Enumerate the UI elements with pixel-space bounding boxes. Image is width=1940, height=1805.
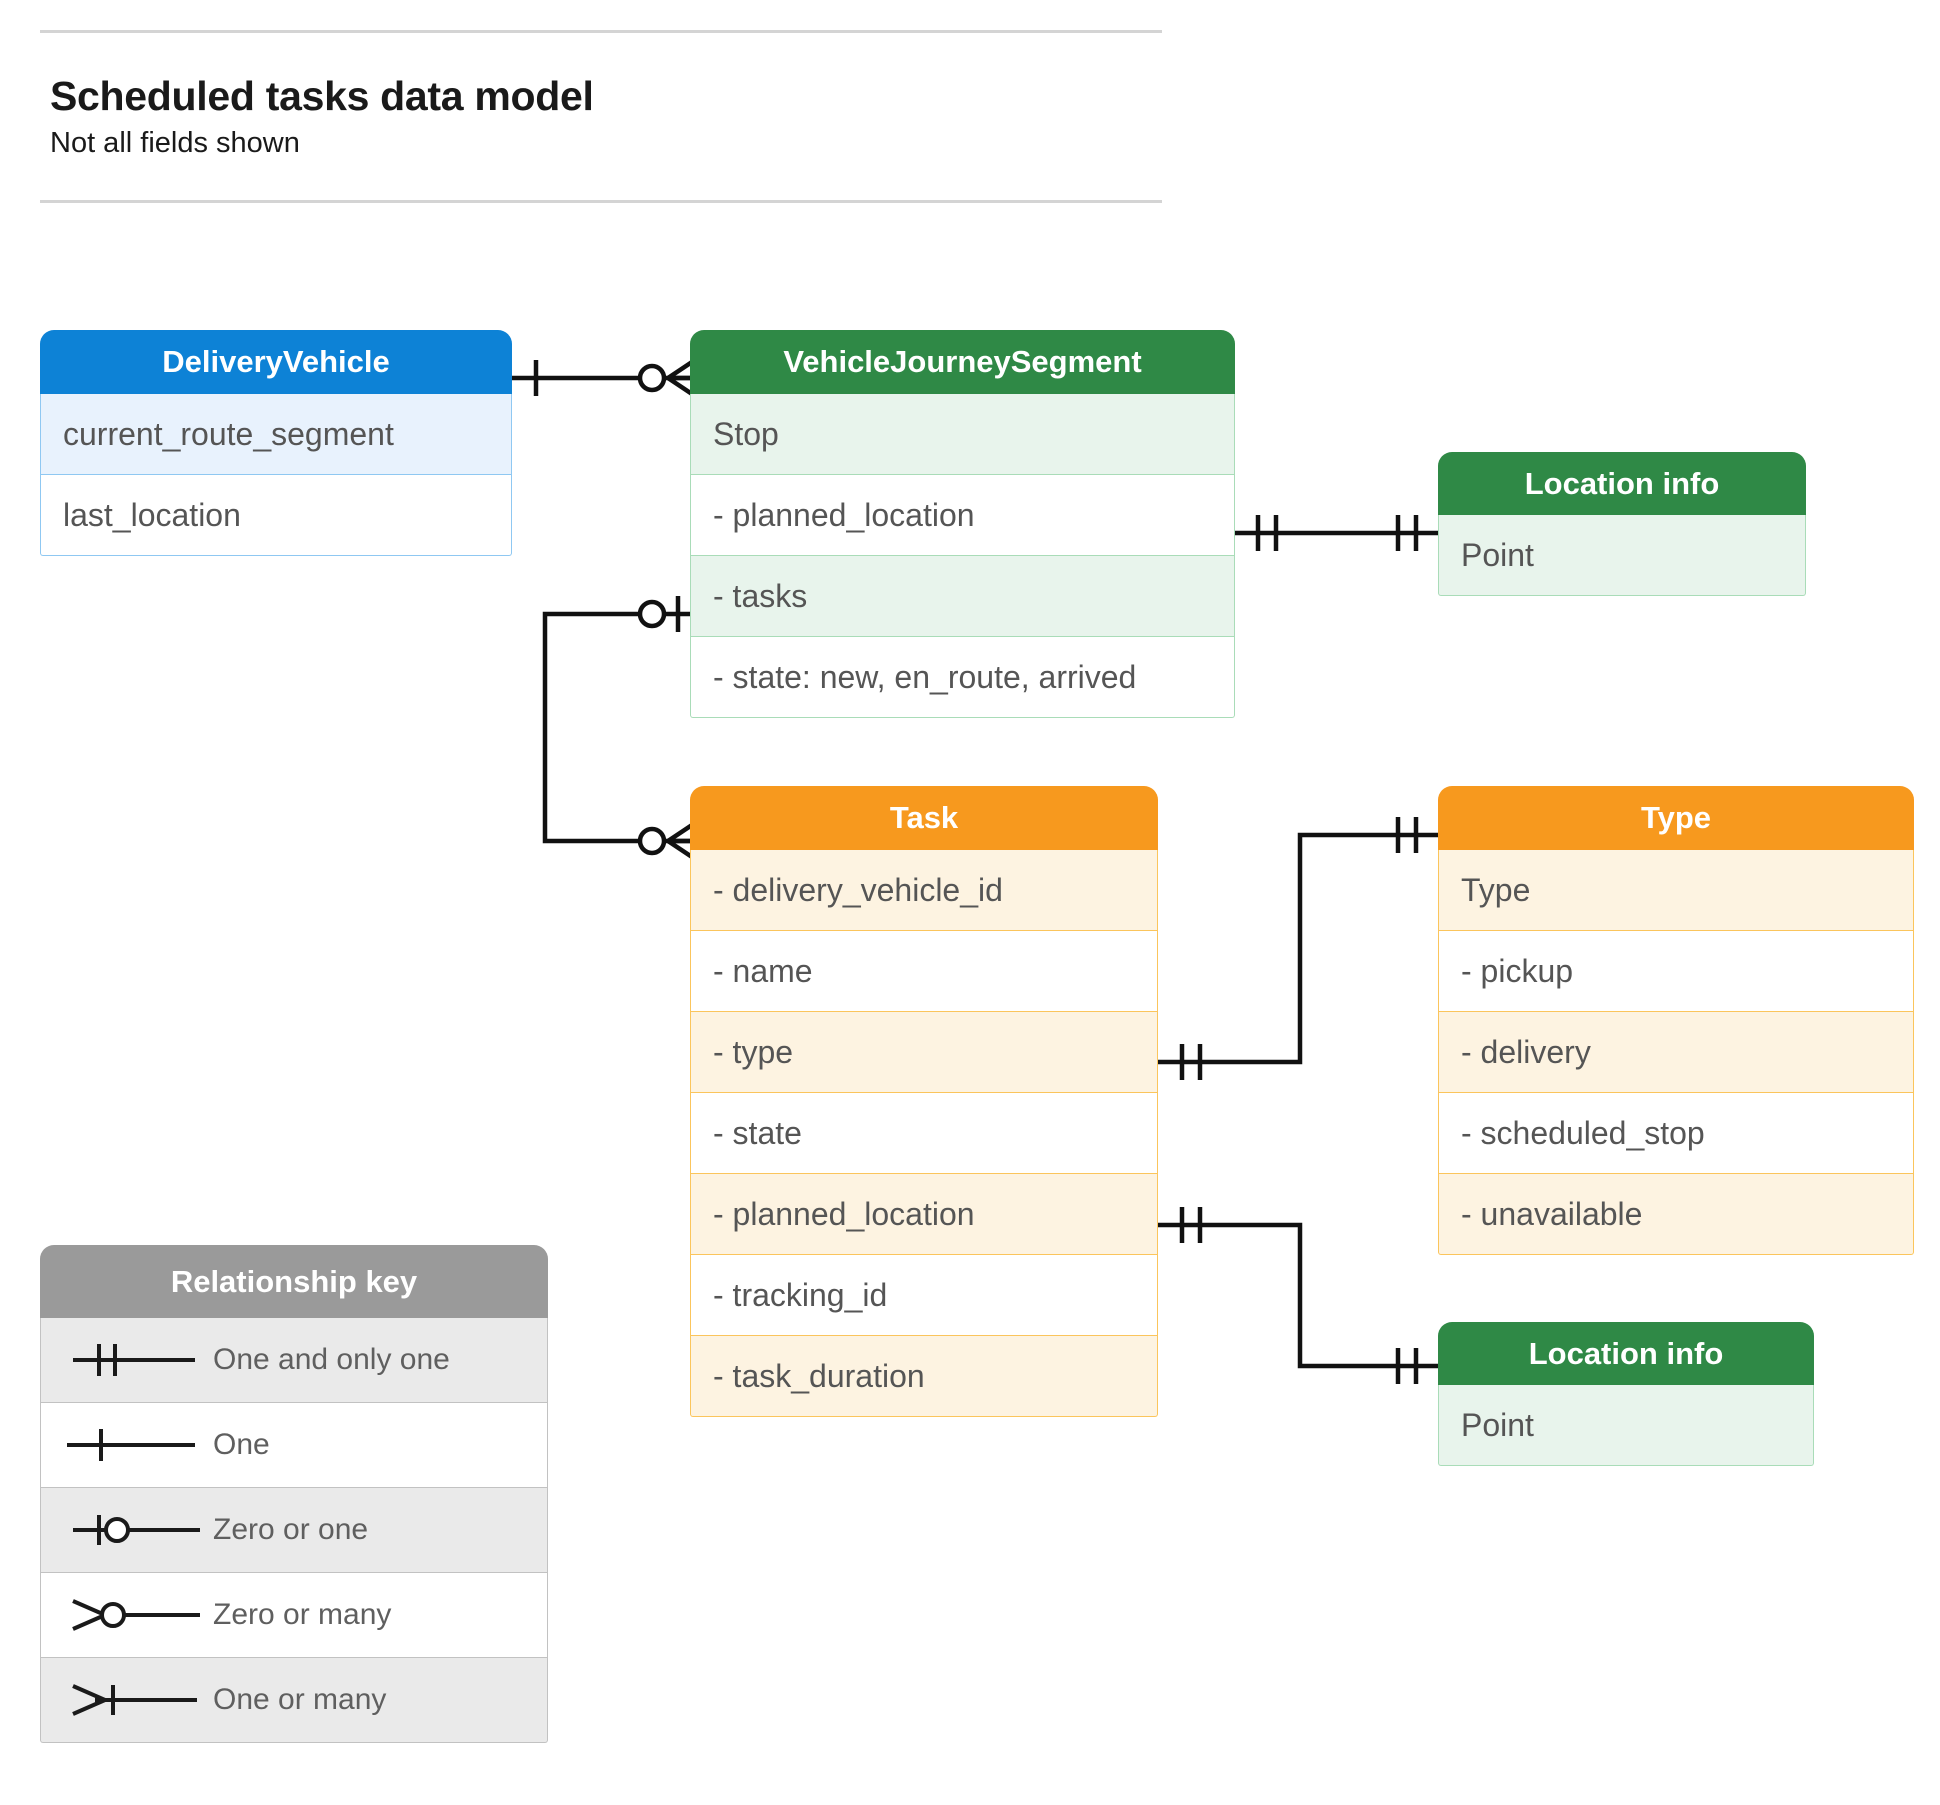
connector-task-loc-path [1158, 1222, 1438, 1369]
field-task-tracking-id[interactable]: - tracking_id [690, 1255, 1158, 1336]
one-or-many-icon [55, 1678, 205, 1722]
title-block: Scheduled tasks data model Not all field… [40, 30, 1162, 203]
entity-type[interactable]: Type Type - pickup - delivery - schedule… [1438, 786, 1914, 1255]
zero-circle-vjs [637, 363, 667, 393]
entity-delivery-vehicle[interactable]: DeliveryVehicle current_route_segment la… [40, 330, 512, 556]
field-current-route-segment[interactable]: current_route_segment [40, 394, 512, 475]
field-type-scheduled-stop[interactable]: - scheduled_stop [1438, 1093, 1914, 1174]
crowfoot-task-bottom [666, 839, 694, 859]
entity-vehicle-journey-segment[interactable]: VehicleJourneySegment Stop - planned_loc… [690, 330, 1235, 718]
crowfoot-task-top [666, 823, 694, 843]
legend-rows: One and only one One [40, 1318, 548, 1743]
entity-type-rows: Type - pickup - delivery - scheduled_sto… [1438, 850, 1914, 1255]
field-task-state[interactable]: - state [690, 1093, 1158, 1174]
entity-task-rows: - delivery_vehicle_id - name - type - st… [690, 850, 1158, 1417]
legend-item-zero-or-many[interactable]: Zero or many [40, 1573, 548, 1658]
entity-task[interactable]: Task - delivery_vehicle_id - name - type… [690, 786, 1158, 1417]
crowfoot-vjs-bottom [666, 376, 694, 396]
entity-location-info-top-title: Location info [1438, 452, 1806, 515]
connector-tasks-task-path [542, 611, 690, 844]
field-vjs-tasks[interactable]: - tasks [690, 556, 1235, 637]
field-location-bottom-point[interactable]: Point [1438, 1385, 1814, 1466]
entity-type-title: Type [1438, 786, 1914, 850]
title-bottom-divider [40, 199, 1162, 203]
connector-type-path [1158, 832, 1438, 1065]
field-task-planned-location[interactable]: - planned_location [690, 1174, 1158, 1255]
entity-delivery-vehicle-title: DeliveryVehicle [40, 330, 512, 394]
zero-or-many-icon [55, 1593, 205, 1637]
zero-circle-task [637, 826, 667, 856]
legend-item-one[interactable]: One [40, 1403, 548, 1488]
entity-vehicle-journey-segment-rows: Stop - planned_location - tasks - state:… [690, 394, 1235, 718]
field-last-location[interactable]: last_location [40, 475, 512, 556]
entity-vehicle-journey-segment-title: VehicleJourneySegment [690, 330, 1235, 394]
field-vjs-state[interactable]: - state: new, en_route, arrived [690, 637, 1235, 718]
entity-location-info-top-rows: Point [1438, 515, 1806, 596]
field-vjs-planned-location[interactable]: - planned_location [690, 475, 1235, 556]
field-location-top-point[interactable]: Point [1438, 515, 1806, 596]
legend-title: Relationship key [40, 1245, 548, 1318]
page-subtitle: Not all fields shown [50, 127, 300, 160]
title-top-divider [40, 30, 1162, 33]
legend-item-one-and-only-one[interactable]: One and only one [40, 1318, 548, 1403]
field-task-delivery-vehicle-id[interactable]: - delivery_vehicle_id [690, 850, 1158, 931]
field-type-pickup[interactable]: - pickup [1438, 931, 1914, 1012]
crowfoot-vjs-top [666, 360, 694, 380]
page-title: Scheduled tasks data model [50, 73, 594, 119]
legend-label-one-or-many: One or many [213, 1683, 387, 1716]
legend-label-zero-or-many: Zero or many [213, 1598, 392, 1631]
one-icon [55, 1423, 205, 1467]
legend-label-one-and-only-one: One and only one [213, 1343, 450, 1376]
legend-item-zero-or-one[interactable]: Zero or one [40, 1488, 548, 1573]
field-stop[interactable]: Stop [690, 394, 1235, 475]
entity-location-info-top[interactable]: Location info Point [1438, 452, 1806, 596]
legend-label-one: One [213, 1428, 270, 1461]
entity-delivery-vehicle-rows: current_route_segment last_location [40, 394, 512, 556]
field-type-delivery[interactable]: - delivery [1438, 1012, 1914, 1093]
legend-item-one-or-many[interactable]: One or many [40, 1658, 548, 1743]
entity-task-title: Task [690, 786, 1158, 850]
field-type-unavailable[interactable]: - unavailable [1438, 1174, 1914, 1255]
field-task-task-duration[interactable]: - task_duration [690, 1336, 1158, 1417]
entity-location-info-bottom-rows: Point [1438, 1385, 1814, 1466]
entity-location-info-bottom[interactable]: Location info Point [1438, 1322, 1814, 1466]
field-task-type[interactable]: - type [690, 1012, 1158, 1093]
field-task-name[interactable]: - name [690, 931, 1158, 1012]
one-and-only-one-icon [55, 1338, 205, 1382]
legend-label-zero-or-one: Zero or one [213, 1513, 369, 1546]
field-type-type[interactable]: Type [1438, 850, 1914, 931]
zero-or-one-icon [55, 1508, 205, 1552]
relationship-key-legend[interactable]: Relationship key One and only one [40, 1245, 548, 1743]
zero-circle-tasks [637, 599, 667, 629]
entity-location-info-bottom-title: Location info [1438, 1322, 1814, 1385]
